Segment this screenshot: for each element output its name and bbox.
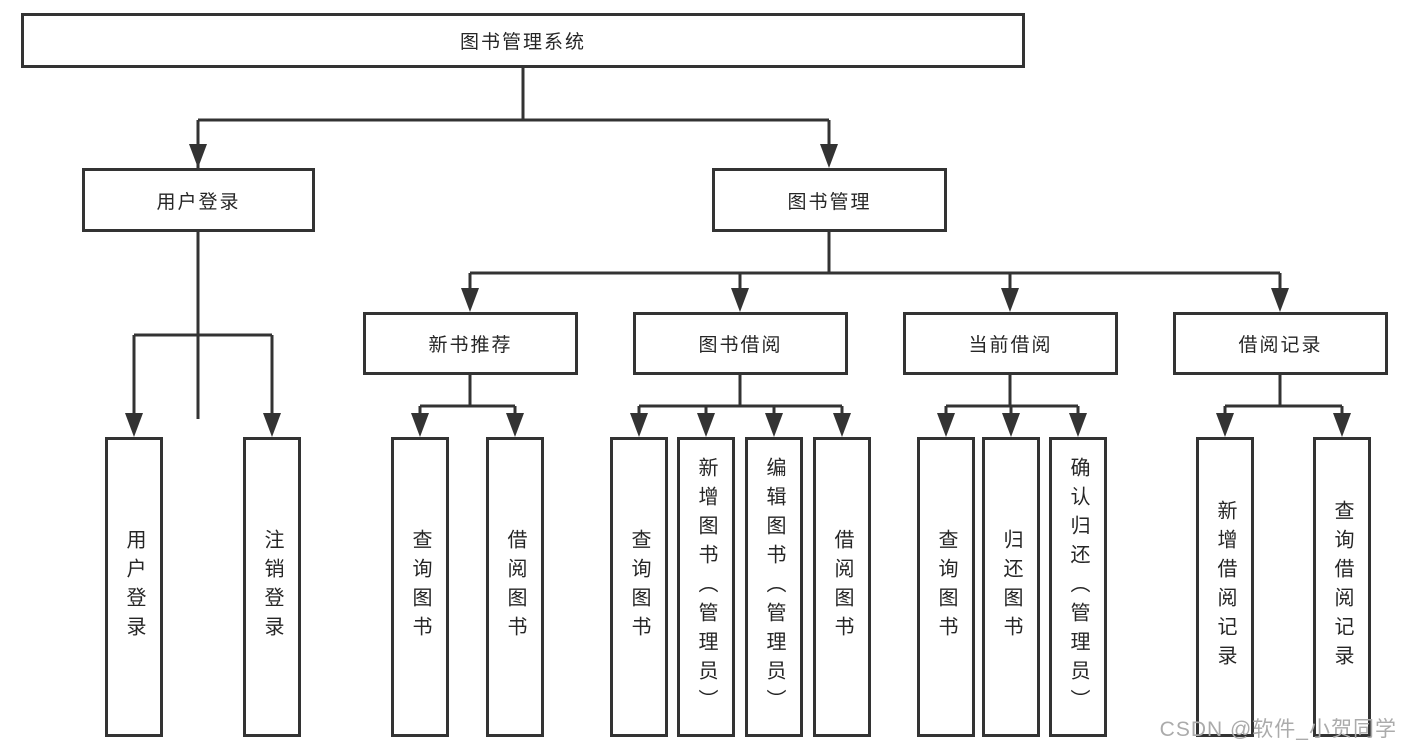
node-book-mgmt: 图书管理 xyxy=(712,168,947,232)
leaf-logout: 注销登录 xyxy=(243,437,301,737)
leaf-cb-query-book: 查询图书 xyxy=(917,437,975,737)
leaf-cb-confirm-return-label: 确认归还（管理员） xyxy=(1067,456,1089,718)
leaf-cb-return-book: 归还图书 xyxy=(982,437,1040,737)
node-book-mgmt-label: 图书管理 xyxy=(787,191,872,213)
connector-new-book-rec xyxy=(418,375,517,419)
leaf-cb-return-book-label: 归还图书 xyxy=(1000,529,1022,645)
node-borrow-record-label: 借阅记录 xyxy=(1238,335,1323,356)
leaf-br-query-record: 查询借阅记录 xyxy=(1313,437,1371,737)
leaf-br-add-record-label: 新增借阅记录 xyxy=(1214,500,1236,674)
node-current-borrow: 当前借阅 xyxy=(903,312,1118,375)
connector-current-borrow xyxy=(944,375,1080,419)
node-new-book-rec-label: 新书推荐 xyxy=(428,335,513,356)
leaf-cb-query-book-label: 查询图书 xyxy=(935,529,957,645)
leaf-bb-add-book: 新增图书（管理员） xyxy=(677,437,735,737)
leaf-rec-query-book-label: 查询图书 xyxy=(409,529,431,645)
node-borrow-record: 借阅记录 xyxy=(1173,312,1388,375)
node-root-label: 图书管理系统 xyxy=(459,32,586,53)
connector-borrow-record xyxy=(1223,375,1344,419)
leaf-br-query-record-label: 查询借阅记录 xyxy=(1331,500,1353,674)
node-current-borrow-label: 当前借阅 xyxy=(968,335,1053,356)
csdn-watermark: CSDN @软件_小贺同学 xyxy=(1159,718,1397,741)
node-user-login-label: 用户登录 xyxy=(156,191,241,213)
connector-user-login xyxy=(132,232,274,419)
leaf-bb-query-book-label: 查询图书 xyxy=(628,529,650,645)
connector-book-borrow xyxy=(637,375,844,419)
leaf-user-login: 用户登录 xyxy=(105,437,163,737)
arrowheads xyxy=(125,144,1351,437)
leaf-bb-edit-book: 编辑图书（管理员） xyxy=(745,437,803,737)
leaf-bb-query-book: 查询图书 xyxy=(610,437,668,737)
leaf-bb-edit-book-label: 编辑图书（管理员） xyxy=(763,456,785,718)
leaf-user-login-label: 用户登录 xyxy=(123,529,145,645)
node-user-login: 用户登录 xyxy=(82,168,315,232)
node-new-book-rec: 新书推荐 xyxy=(363,312,578,375)
node-book-borrow-label: 图书借阅 xyxy=(698,335,783,356)
node-book-borrow: 图书借阅 xyxy=(633,312,848,375)
connector-book-mgmt xyxy=(468,232,1282,294)
leaf-rec-borrow-book: 借阅图书 xyxy=(486,437,544,737)
leaf-cb-confirm-return: 确认归还（管理员） xyxy=(1049,437,1107,737)
leaf-bb-borrow-book-label: 借阅图书 xyxy=(831,529,853,645)
connector-root xyxy=(196,68,831,419)
leaf-br-add-record: 新增借阅记录 xyxy=(1196,437,1254,737)
leaf-bb-add-book-label: 新增图书（管理员） xyxy=(695,456,717,718)
node-root: 图书管理系统 xyxy=(21,13,1025,68)
leaf-rec-borrow-book-label: 借阅图书 xyxy=(504,529,526,645)
leaf-rec-query-book: 查询图书 xyxy=(391,437,449,737)
leaf-bb-borrow-book: 借阅图书 xyxy=(813,437,871,737)
leaf-logout-label: 注销登录 xyxy=(261,529,283,645)
